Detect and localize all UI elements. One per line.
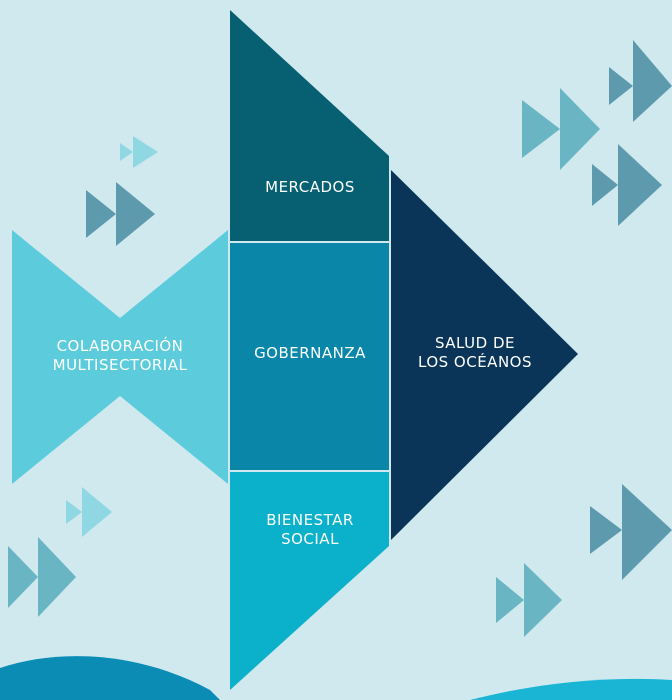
wave-right bbox=[470, 678, 672, 700]
ocean-health-label: SALUD DE LOS OCÉANOS bbox=[418, 334, 532, 371]
fish-icon bbox=[592, 144, 662, 226]
fish-icon bbox=[590, 484, 672, 580]
wave-left bbox=[0, 656, 220, 700]
ocean-health-shape bbox=[391, 170, 578, 540]
fish-icon bbox=[609, 40, 672, 122]
collaboration-label: COLABORACIÓN MULTISECTORIAL bbox=[52, 337, 188, 374]
wellbeing-label: BIENESTAR SOCIAL bbox=[266, 511, 354, 548]
governance-label: GOBERNANZA bbox=[254, 344, 366, 362]
fish-icon bbox=[120, 136, 158, 168]
markets-label: MERCADOS bbox=[265, 178, 355, 196]
fish-icon bbox=[522, 88, 600, 170]
fish-icon bbox=[496, 563, 562, 637]
markets-segment bbox=[230, 10, 389, 241]
wellbeing-segment bbox=[230, 472, 389, 690]
fish-icon bbox=[66, 487, 112, 537]
fish-icon bbox=[86, 182, 155, 246]
collaboration-shape bbox=[12, 230, 228, 484]
fish-icon bbox=[8, 537, 76, 617]
governance-segment bbox=[230, 243, 389, 470]
